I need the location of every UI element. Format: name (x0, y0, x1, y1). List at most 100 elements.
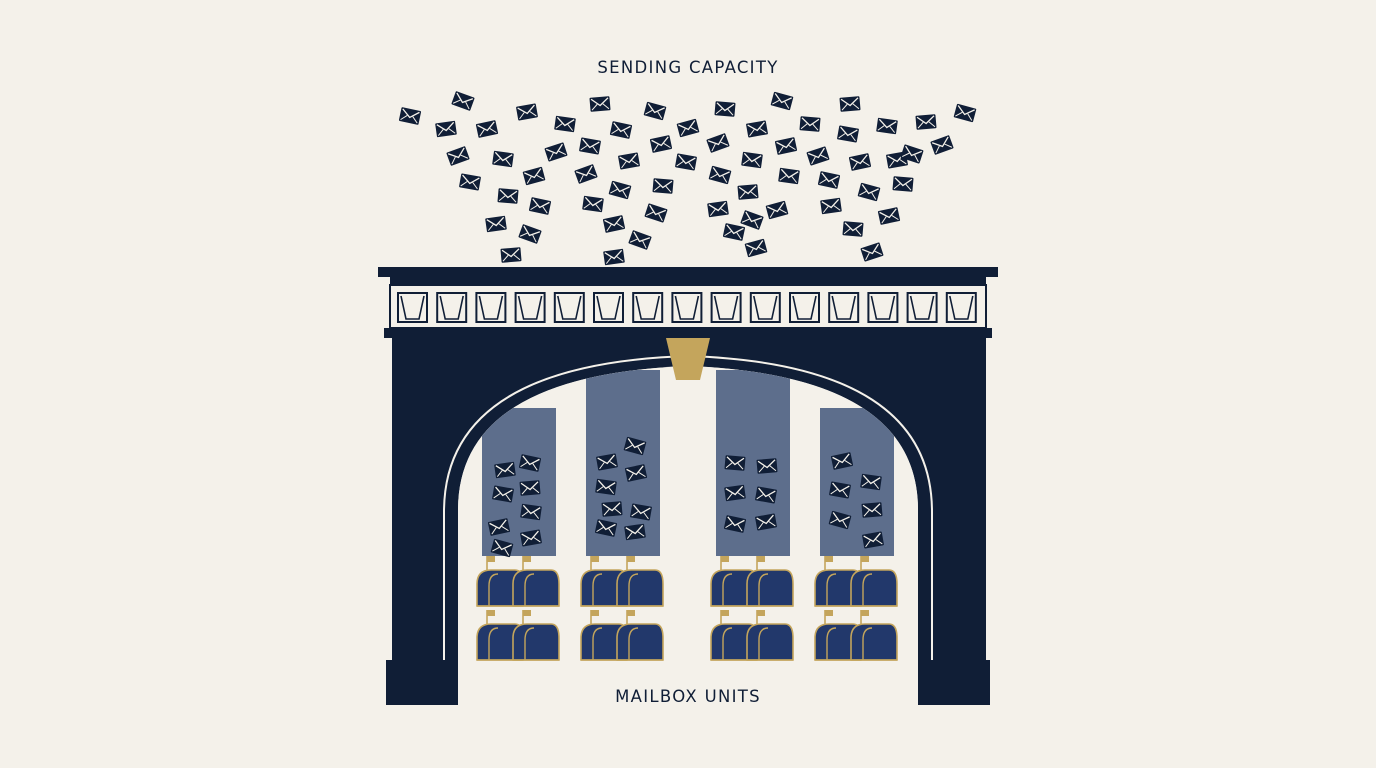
envelope-icon (877, 206, 901, 226)
envelope-icon (517, 223, 543, 245)
arch-interior (458, 366, 918, 677)
envelope-icon (600, 500, 624, 518)
dentil (475, 292, 507, 323)
left-pillar-base (386, 660, 458, 705)
envelope-icon (398, 106, 422, 126)
dentil (514, 292, 546, 323)
envelope-icon (588, 95, 612, 113)
envelope-icon (745, 119, 769, 139)
envelope-icon (707, 165, 733, 185)
cornice (378, 267, 998, 338)
envelope-icon (743, 238, 769, 258)
dentil (397, 292, 428, 323)
envelope-icon (777, 167, 801, 185)
envelope-icon (817, 170, 841, 190)
arch-structure (392, 338, 986, 660)
envelope-icon (623, 523, 647, 541)
envelope-icon (484, 215, 508, 233)
envelope-icon (769, 91, 795, 111)
dentil (710, 292, 742, 323)
dentil (945, 292, 977, 323)
envelope-icon (594, 478, 618, 496)
envelope-icon (627, 229, 653, 251)
envelope-icon (713, 100, 737, 118)
envelope-icon (838, 95, 862, 113)
right-pillar-base (918, 660, 990, 705)
envelope-icon (581, 195, 605, 213)
dentil (671, 292, 703, 323)
envelope-icon (528, 196, 552, 216)
envelope-icon (723, 484, 747, 502)
cornice-dentils (397, 292, 977, 323)
envelope-icon (518, 479, 542, 497)
envelope-icon (914, 113, 938, 131)
envelope-icon (836, 124, 860, 144)
envelope-icon (723, 454, 747, 472)
envelope-cloud (398, 90, 978, 266)
dentil (867, 292, 899, 323)
envelope-icon (651, 177, 675, 195)
envelope-icon (875, 117, 899, 135)
dentil (553, 292, 585, 323)
envelope-icon (642, 101, 668, 121)
envelope-icon (674, 152, 698, 172)
envelope-icon (609, 120, 633, 140)
dentil (906, 292, 938, 323)
envelope-icon (675, 118, 701, 138)
envelope-icon (705, 132, 731, 154)
envelope-icon (805, 145, 831, 167)
envelope-icon (848, 152, 872, 172)
envelope-icon (496, 187, 520, 205)
envelope-icon (499, 246, 523, 264)
envelope-icon (706, 200, 730, 218)
envelope-icon (952, 103, 978, 123)
envelope-icon (740, 151, 764, 169)
envelope-icon (475, 119, 499, 139)
mailbox-units-label: MAILBOX UNITS (615, 687, 761, 706)
envelope-icon (774, 136, 798, 156)
envelope-icon (856, 182, 882, 202)
envelope-icon (929, 134, 955, 156)
envelope-icon (450, 90, 476, 112)
envelope-icon (543, 141, 569, 163)
dentil (749, 292, 781, 323)
envelope-icon (515, 102, 539, 122)
dentil (789, 292, 820, 323)
envelope-icon (841, 220, 865, 238)
envelope-icon (491, 150, 515, 168)
envelope-icon (736, 183, 760, 201)
envelope-icon (458, 172, 482, 192)
dentil (632, 292, 664, 323)
envelope-icon (649, 134, 673, 154)
envelope-icon (643, 202, 669, 224)
envelope-icon (755, 457, 779, 475)
envelope-icon (553, 115, 577, 133)
envelope-icon (573, 163, 599, 185)
envelope-icon (859, 241, 885, 263)
envelope-icon (722, 222, 746, 242)
envelope-icon (860, 501, 884, 519)
envelope-icon (819, 197, 843, 215)
envelope-icon (578, 136, 602, 156)
dentil (828, 292, 860, 323)
sending-capacity-label: SENDING CAPACITY (597, 58, 779, 77)
envelope-icon (519, 503, 543, 521)
envelope-icon (859, 473, 883, 491)
envelope-icon (445, 145, 471, 167)
channel-column-4 (820, 408, 894, 556)
envelope-icon (602, 214, 626, 234)
envelope-icon (798, 115, 822, 133)
dentil (593, 292, 624, 323)
envelope-icon (617, 151, 641, 171)
envelope-icon (764, 200, 790, 220)
envelope-icon (602, 248, 626, 266)
envelope-icon (891, 175, 915, 193)
envelope-icon (521, 166, 547, 186)
keystone-icon (666, 338, 710, 380)
envelope-icon (493, 461, 517, 479)
dentil (436, 292, 468, 323)
envelope-icon (434, 120, 458, 138)
envelope-icon (607, 180, 633, 200)
